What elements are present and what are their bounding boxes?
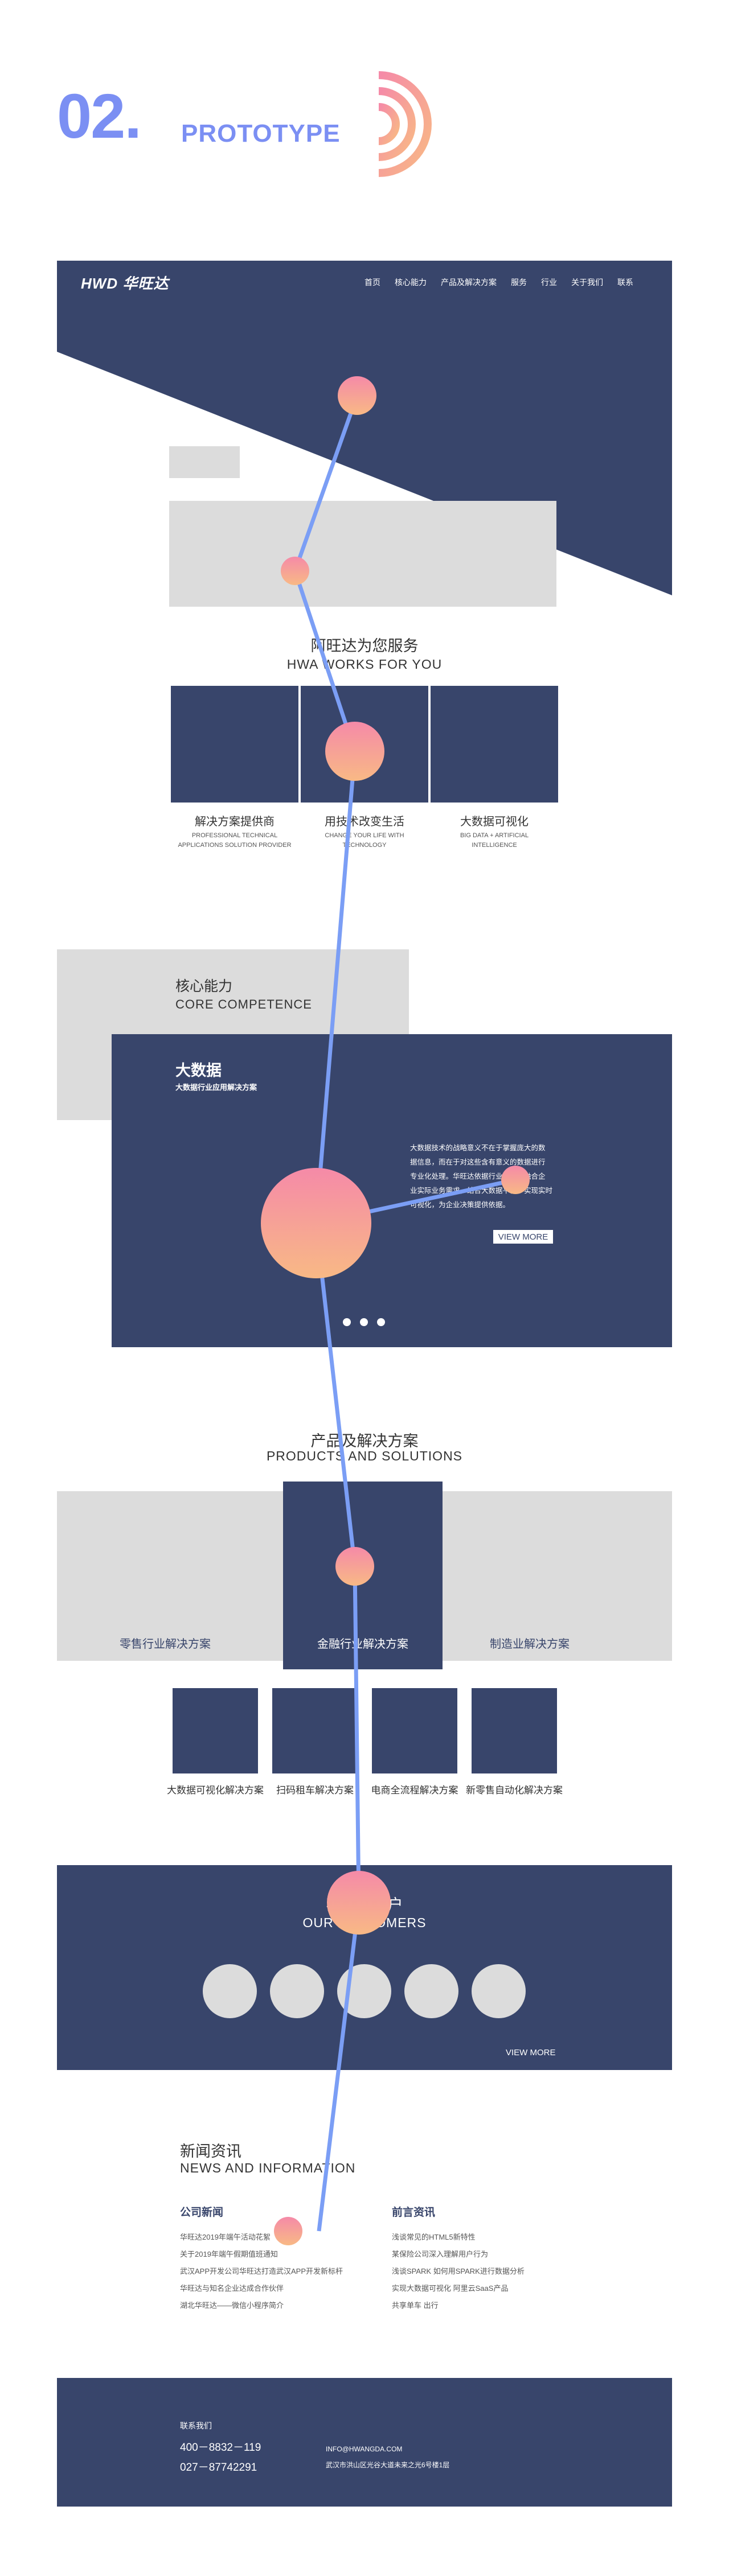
service-image-2[interactable]: [301, 686, 428, 803]
nav-item-industry[interactable]: 行业: [541, 278, 557, 287]
logo[interactable]: HWD 华旺达: [81, 275, 169, 292]
nav-item-service[interactable]: 服务: [511, 278, 527, 287]
frontier-news-title: 前言资讯: [392, 2207, 436, 2219]
news-item[interactable]: 湖北华旺达——微信小程序简介: [180, 2301, 284, 2310]
carousel-dot[interactable]: [360, 1318, 368, 1326]
customer-logo-4[interactable]: [404, 1964, 458, 2018]
news-subtitle: NEWS AND INFORMATION: [180, 2161, 356, 2175]
footer-phone-2[interactable]: 027－87742291: [180, 2462, 257, 2474]
products-subtitle: PRODUCTS AND SOLUTIONS: [266, 1449, 463, 1463]
news-item[interactable]: 华旺达与知名企业达成合作伙伴: [180, 2284, 284, 2293]
service-label-3: 大数据可视化: [460, 816, 529, 828]
product-tile-label-1: 大数据可视化解决方案: [167, 1785, 264, 1796]
product-tile-4[interactable]: [472, 1688, 557, 1773]
service-image-3[interactable]: [431, 686, 558, 803]
news-item[interactable]: 浅谈SPARK 如何用SPARK进行数据分析: [392, 2267, 525, 2275]
product-tile-label-2: 扫码租车解决方案: [276, 1785, 354, 1796]
news-item[interactable]: 华旺达2019年端午活动花絮: [180, 2233, 271, 2241]
core-view-more-button[interactable]: VIEW MORE: [493, 1230, 553, 1244]
customer-logo-5[interactable]: [472, 1964, 526, 2018]
nav-item-home[interactable]: 首页: [364, 278, 380, 287]
product-tile-3[interactable]: [372, 1688, 457, 1773]
news-title: 新闻资讯: [180, 2143, 241, 2160]
carousel-dot[interactable]: [343, 1318, 351, 1326]
carousel-dots: [343, 1318, 394, 1329]
product-block-retail[interactable]: 零售行业解决方案: [120, 1638, 211, 1651]
services-subtitle: HWA WORKS FOR YOU: [286, 657, 443, 672]
product-tile-1[interactable]: [173, 1688, 258, 1773]
footer: [57, 2378, 672, 2507]
customer-logo-3[interactable]: [337, 1964, 391, 2018]
footer-address: 武汉市洪山区光谷大道未来之光6号楼1层: [326, 2461, 450, 2469]
news-item[interactable]: 共享单车 出行: [392, 2301, 439, 2310]
main-nav: 首页 核心能力 产品及解决方案 服务 行业 关于我们 联系: [364, 277, 633, 288]
core-card-title: 大数据: [175, 1062, 222, 1079]
services-title: 阿旺达为您服务: [310, 637, 419, 655]
hero-title-placeholder: [169, 446, 240, 478]
service-label-2: 用技术改变生活: [325, 816, 404, 828]
footer-phone-1[interactable]: 400－8832－119: [180, 2442, 261, 2454]
customers-title: 我们的客户: [326, 1896, 403, 1914]
company-news-title: 公司新闻: [180, 2207, 224, 2219]
footer-email[interactable]: INFO@HWANGDA.COM: [326, 2445, 403, 2453]
nav-item-core[interactable]: 核心能力: [395, 278, 427, 287]
service-image-1[interactable]: [171, 686, 298, 803]
product-block-manufacturing[interactable]: 制造业解决方案: [490, 1638, 570, 1651]
section-title: PROTOTYPE: [181, 120, 341, 147]
product-tile-label-3: 电商全流程解决方案: [371, 1785, 458, 1796]
news-item[interactable]: 实现大数据可视化 阿里云SaaS产品: [392, 2284, 509, 2293]
core-card-subtitle: 大数据行业应用解决方案: [175, 1083, 257, 1092]
core-subtitle: CORE COMPETENCE: [175, 997, 312, 1011]
nav-item-products[interactable]: 产品及解决方案: [441, 278, 497, 287]
hero-image-placeholder: [169, 501, 556, 607]
news-item[interactable]: 武汉APP开发公司华旺达打造武汉APP开发新标杆: [180, 2267, 343, 2275]
company-news-list: 华旺达2019年端午活动花絮 关于2019年端午假期值班通知 武汉APP开发公司…: [180, 2229, 343, 2314]
service-label-1: 解决方案提供商: [195, 816, 275, 828]
news-item[interactable]: 关于2019年端午假期值班通知: [180, 2250, 278, 2258]
carousel-dot[interactable]: [377, 1318, 385, 1326]
customer-logo-1[interactable]: [203, 1964, 257, 2018]
customers-subtitle: OUR CUSTOMERS: [302, 1915, 427, 1930]
news-item[interactable]: 某保险公司深入理解用户行为: [392, 2250, 489, 2258]
customers-view-more-link[interactable]: VIEW MORE: [506, 2048, 556, 2057]
footer-contact-label: 联系我们: [180, 2421, 212, 2430]
signal-waves-icon: [378, 71, 432, 177]
products-title: 产品及解决方案: [310, 1433, 419, 1450]
core-title: 核心能力: [175, 978, 233, 994]
news-item[interactable]: 浅谈常见的HTML5新特性: [392, 2233, 476, 2241]
nav-item-contact[interactable]: 联系: [617, 278, 633, 287]
product-block-finance[interactable]: 金融行业解决方案: [317, 1638, 408, 1651]
product-tile-2[interactable]: [272, 1688, 358, 1773]
product-tile-label-4: 新零售自动化解决方案: [466, 1785, 563, 1796]
core-card-body: 大数据技术的战略意义不在于掌握庞大的数 据信息，而在于对这些含有意义的数据进行 …: [410, 1144, 553, 1209]
section-number: 02.: [57, 81, 142, 151]
customer-logo-2[interactable]: [270, 1964, 324, 2018]
frontier-news-list: 浅谈常见的HTML5新特性 某保险公司深入理解用户行为 浅谈SPARK 如何用S…: [392, 2229, 580, 2314]
nav-item-about[interactable]: 关于我们: [571, 278, 603, 287]
